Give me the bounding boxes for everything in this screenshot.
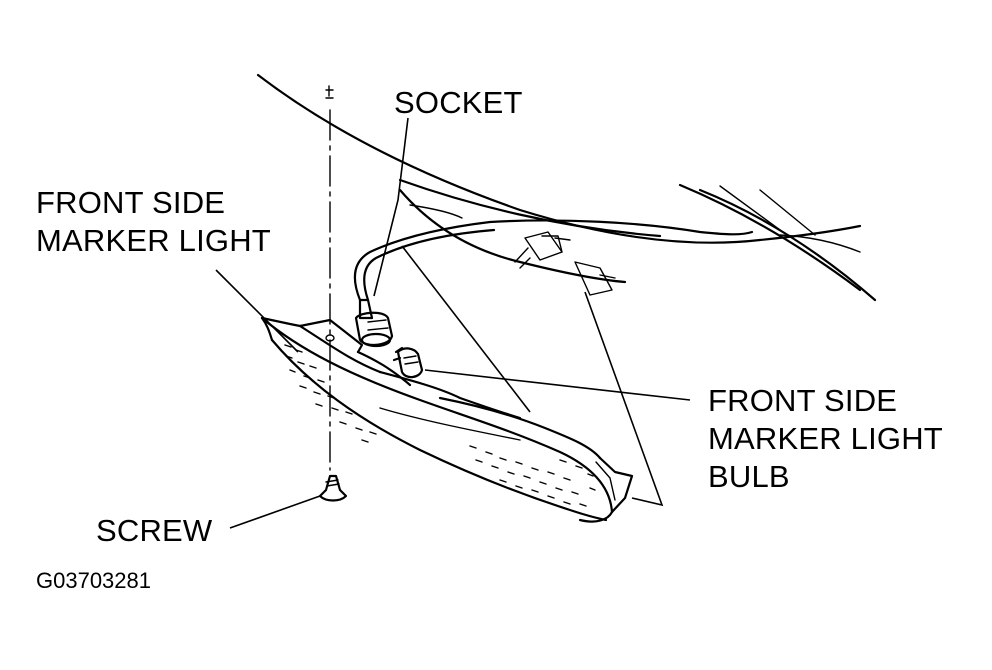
marker-bulb-label-line2: MARKER LIGHT [708, 421, 943, 456]
screw-label: SCREW [96, 512, 212, 550]
screw-leader [229, 495, 321, 529]
marker-light-leader [215, 269, 299, 353]
socket-label: SOCKET [394, 84, 523, 122]
marker-light-label: FRONT SIDE MARKER LIGHT [36, 184, 271, 260]
screw [318, 474, 348, 502]
figure-code: G03703281 [36, 568, 151, 593]
marker-bulb-label-line3: BULB [708, 459, 790, 494]
marker-light-housing [260, 316, 634, 523]
socket-label-text: SOCKET [394, 85, 523, 120]
opening-leader-2 [584, 291, 664, 507]
screw-axis [325, 85, 334, 471]
marker-light-label-line1: FRONT SIDE [36, 185, 226, 220]
bumper-outline [256, 73, 877, 302]
marker-light-label-line2: MARKER LIGHT [36, 223, 271, 258]
opening-leader [401, 245, 531, 413]
bulb-leader [424, 369, 691, 401]
socket-wire [353, 219, 754, 348]
bulb [392, 346, 424, 379]
screw-label-text: SCREW [96, 513, 213, 548]
marker-bulb-label: FRONT SIDE MARKER LIGHT BULB [708, 382, 943, 496]
socket-opening [398, 188, 627, 296]
marker-bulb-label-line1: FRONT SIDE [708, 383, 898, 418]
socket-leader [373, 117, 409, 297]
leader-lines [215, 117, 691, 529]
